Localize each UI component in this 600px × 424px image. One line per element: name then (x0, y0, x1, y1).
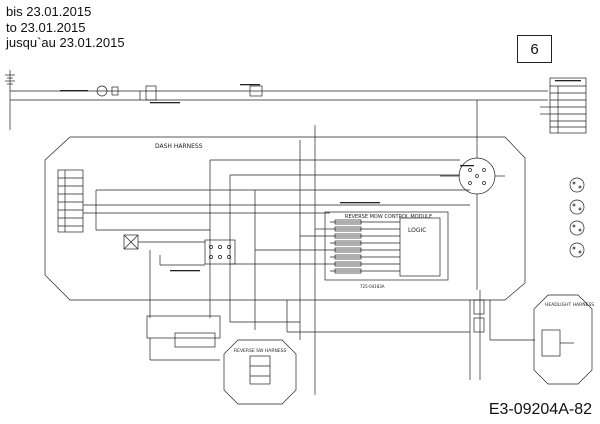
key-switch (458, 157, 496, 195)
diagram-code: E3-09204A-82 (488, 401, 592, 418)
rmc-title: REVERSE MOW CONTROL MODULE (345, 214, 432, 220)
reverse-harness-label: REVERSE SW HARNESS (234, 348, 287, 354)
rmc-module-box (324, 211, 449, 281)
headlight-harness-label: HEADLIGHT HARNESS (545, 302, 594, 308)
logic-box (399, 217, 441, 277)
engine-connector-table (549, 77, 587, 134)
date-line-fr: jusqu`au 23.01.2015 (6, 35, 125, 50)
logic-label: LOGIC (408, 227, 426, 234)
relay-connector (204, 239, 236, 265)
date-line-en: to 23.01.2015 (6, 19, 86, 35)
battery-symbol (5, 70, 15, 130)
date-validity-header: bis 23.01.2015 to 23.01.2015 jusqu`au 23… (6, 4, 125, 51)
connector-pinouts (569, 177, 585, 258)
fuse-block (145, 85, 157, 101)
ammeter-symbol (96, 85, 108, 97)
date-line-de: bis 23.01.2015 (6, 4, 92, 19)
rmc-pins (330, 219, 400, 274)
ignition-switch-table (57, 169, 84, 233)
dash-harness-boundary (44, 136, 526, 301)
page-number: 6 (530, 40, 539, 58)
dash-harness-label: DASH HARNESS (155, 143, 203, 150)
headlight-harness-boundary (533, 294, 593, 385)
pto-switch-box (146, 315, 221, 339)
seat-switch (123, 234, 139, 250)
relay-block (249, 85, 263, 97)
reverse-harness-boundary (223, 339, 297, 405)
page-number-box: 6 (517, 35, 552, 63)
rmc-part-number: 725-04183A (360, 284, 385, 289)
